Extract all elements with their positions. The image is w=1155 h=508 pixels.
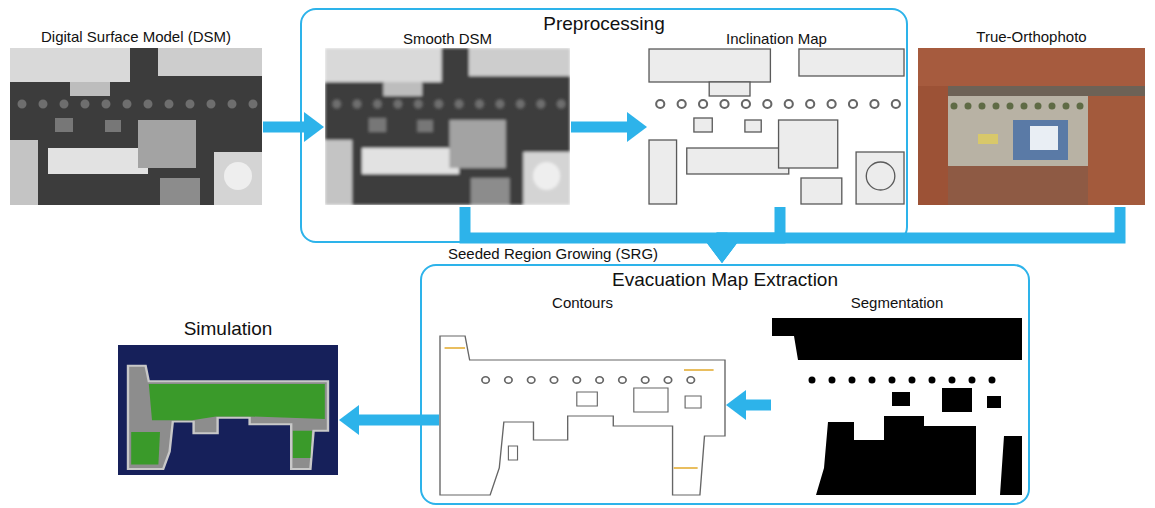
group-title: Preprocessing	[543, 13, 664, 35]
obstacle-hole	[892, 392, 910, 406]
arrow-head	[627, 112, 647, 142]
panel-label: Digital Surface Model (DSM)	[41, 28, 231, 45]
panel-label: Segmentation	[851, 294, 944, 311]
arrow-head	[339, 405, 359, 435]
simulation-crowd	[149, 384, 325, 420]
inclination-ground	[648, 48, 905, 205]
arrow-head	[304, 112, 324, 142]
arrow-shaft	[263, 122, 305, 133]
image-panel: Segmentation	[772, 294, 1022, 495]
arrow-head	[726, 390, 746, 420]
trees	[954, 103, 1084, 110]
arrow-head	[707, 243, 737, 263]
dsm-picture-use	[10, 48, 262, 205]
image-panel: True-Orthophoto	[918, 28, 1145, 206]
tree-rings-inner	[660, 101, 897, 107]
tree-contours	[486, 376, 714, 384]
arrow-shaft	[465, 207, 722, 244]
roof	[1088, 96, 1145, 205]
image-panel: Contours	[440, 294, 725, 495]
slope-outline	[856, 152, 904, 204]
arrow-shaft	[745, 400, 771, 411]
arrow-head	[707, 243, 737, 263]
contours-ground	[440, 318, 725, 495]
panel-label: Simulation	[184, 318, 273, 340]
arrow-shaft	[358, 415, 439, 426]
slope-outline	[866, 162, 895, 190]
obstacle-hole	[987, 396, 1001, 408]
arrow-head	[707, 243, 737, 263]
simulation-scene	[128, 366, 328, 469]
group-title: Evacuation Map Extraction	[612, 269, 838, 291]
flow-arrow	[571, 112, 647, 142]
obstacle-contour	[685, 396, 701, 408]
slope-outline	[687, 148, 789, 174]
arrow-shaft	[571, 122, 628, 133]
contours-image	[440, 318, 725, 495]
plaza	[948, 96, 1088, 166]
tree-contours-inner	[486, 378, 714, 383]
simulation-image	[118, 345, 338, 475]
photo-ground	[918, 48, 1145, 205]
flow-arrow	[707, 207, 1120, 263]
slope-outline	[649, 140, 677, 204]
slope-outline	[694, 118, 712, 132]
roof	[948, 166, 1088, 205]
simulation-ground	[118, 345, 338, 475]
market-stall	[978, 134, 998, 144]
segmentation-ground	[772, 318, 1022, 495]
group-frame: Evacuation Map ExtractionContours Segment…	[420, 264, 1030, 505]
obstacle-contour	[577, 392, 598, 406]
segmentation-image	[772, 318, 1022, 495]
flow-arrow	[339, 405, 439, 435]
obstacle-hole	[942, 388, 972, 412]
exit-marks	[445, 348, 714, 468]
dsm-image	[10, 48, 262, 205]
obstacle-hole	[832, 446, 840, 460]
slope-outline	[649, 49, 770, 82]
street	[948, 86, 1145, 96]
flow-arrow	[726, 390, 771, 420]
slope-outline	[709, 82, 750, 96]
flow-arrow	[263, 112, 324, 142]
obstacle-contour	[508, 446, 517, 460]
image-panel: Simulation	[118, 318, 338, 476]
panel-label: Inclination Map	[726, 30, 827, 47]
exit-mark	[445, 347, 466, 349]
obstacle-contours	[508, 388, 701, 460]
obstacle-contour	[634, 388, 668, 412]
inclination-image	[648, 48, 905, 205]
slope-outline	[799, 49, 904, 76]
smooth-dsm-image	[325, 48, 570, 205]
tree-rings	[660, 99, 897, 109]
slope-outline	[801, 178, 842, 204]
blue-roof	[1013, 120, 1068, 160]
roof	[918, 48, 1145, 86]
panel-label: Smooth DSM	[403, 30, 492, 47]
simulation-plaza	[128, 366, 328, 469]
white-roof	[1030, 126, 1058, 150]
panel-label: True-Orthophoto	[976, 28, 1086, 45]
simulation-crowd	[131, 432, 160, 465]
image-panel: Smooth DSM	[325, 30, 570, 206]
slope-outline	[745, 120, 761, 132]
smooth-dsm-picture-use	[325, 48, 570, 205]
image-panel: Digital Surface Model (DSM)	[10, 28, 262, 206]
roof	[918, 86, 948, 205]
simulation-crowd	[293, 431, 312, 458]
slope-outline	[779, 120, 838, 168]
orthophoto-image	[918, 48, 1145, 205]
plaza-segment	[772, 336, 1022, 495]
image-panel: Inclination Map	[648, 30, 905, 206]
panel-label: Contours	[552, 294, 613, 311]
edge-label: Seeded Region Growing (SRG)	[445, 246, 661, 263]
tree-holes	[812, 377, 1012, 384]
exit-mark	[674, 467, 698, 469]
exit-mark	[684, 369, 714, 371]
arrow-shaft	[722, 207, 1120, 244]
plaza-contour	[440, 336, 725, 495]
group-frame: PreprocessingSmooth DSM Inclination Map	[300, 8, 908, 243]
inclination-edges	[649, 49, 904, 204]
